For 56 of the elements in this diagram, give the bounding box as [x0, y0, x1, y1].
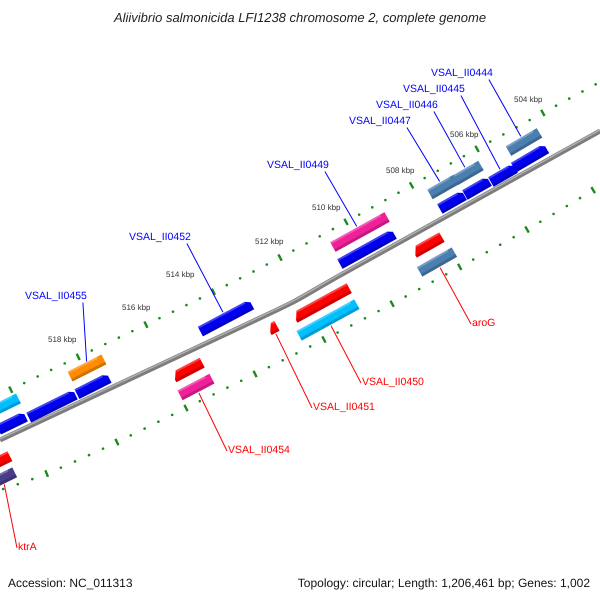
map-title: Aliivibrio salmonicida LFI1238 chromosome 2, complete genome: [114, 11, 486, 24]
gene-label: VSAL_II0454: [228, 445, 290, 456]
leader-line: [186, 243, 224, 313]
gene-feature: [510, 146, 550, 172]
gene-label: VSAL_II0449: [267, 160, 329, 170]
gene-feature: [416, 247, 458, 277]
accession-text: Accession: NC_011313: [8, 577, 133, 589]
gene-feature: [198, 302, 254, 336]
gene-feature: [178, 374, 214, 400]
gene-label: VSAL_II0450: [362, 377, 424, 388]
gene-feature: [488, 166, 518, 187]
gene-label: VSAL_II0444: [431, 68, 493, 78]
gene-feature: [462, 178, 492, 200]
leader-line: [82, 302, 88, 362]
gene-feature: [330, 212, 390, 252]
gene-feature: [415, 232, 445, 258]
gene-label: VSAL_II0445: [403, 84, 465, 94]
gene-feature: [427, 174, 459, 200]
gene-feature: [437, 192, 467, 214]
position-label: 518 kbp: [48, 336, 76, 344]
gene-label: VSAL_II0446: [376, 100, 438, 110]
position-label: 508 kbp: [386, 167, 414, 175]
gene-feature: [452, 160, 484, 186]
gene-feature: [0, 414, 28, 435]
position-label: 510 kbp: [312, 204, 340, 212]
gene-feature: [270, 321, 280, 335]
gene-feature: [74, 375, 112, 400]
position-label: 514 kbp: [166, 271, 194, 279]
gene-label: ktrA: [18, 542, 37, 552]
gene-feature: [68, 354, 106, 382]
gene-feature: [506, 128, 542, 156]
leader-line: [275, 333, 312, 408]
gene-feature: [296, 299, 360, 341]
gene-label: VSAL_II0447: [349, 116, 411, 126]
gene-feature: [26, 392, 78, 422]
position-label: 506 kbp: [450, 131, 478, 139]
leader-line: [324, 171, 358, 227]
gene-feature: [337, 232, 397, 269]
gene-feature: [174, 358, 205, 382]
leader-line: [330, 325, 362, 384]
leader-line: [440, 267, 472, 324]
position-label: 516 kbp: [122, 304, 150, 312]
leader-line: [406, 127, 440, 182]
genome-summary: Topology: circular; Length: 1,206,461 bp; Genes: 1,002: [298, 577, 590, 589]
leader-line: [460, 95, 500, 170]
leader-line: [4, 484, 18, 548]
leader-line: [198, 392, 228, 452]
leader-line: [433, 111, 466, 168]
gene-label: aroG: [472, 318, 496, 328]
leader-line: [488, 79, 522, 137]
position-label: 504 kbp: [514, 96, 542, 104]
gene-feature: [296, 283, 352, 323]
gene-label: VSAL_II0452: [129, 232, 191, 242]
gene-label: VSAL_II0451: [313, 402, 375, 412]
gene-label: VSAL_II0455: [25, 291, 87, 302]
position-label: 512 kbp: [255, 238, 284, 246]
